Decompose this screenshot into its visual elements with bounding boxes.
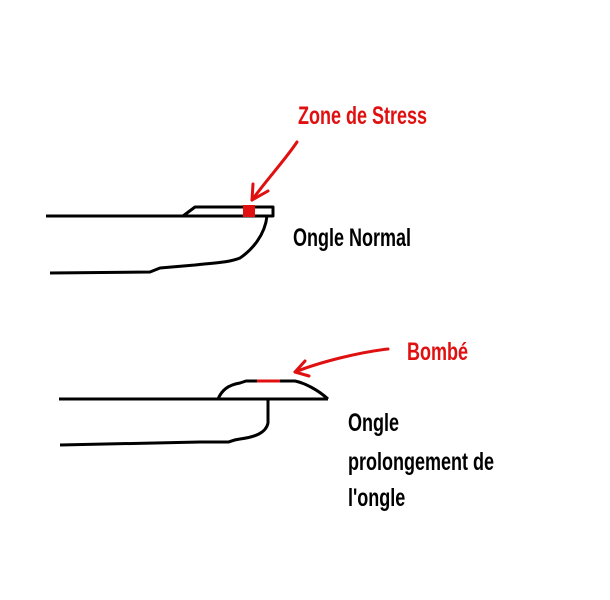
bulge-label: Bombé [407,338,469,366]
fingertip-curve [49,215,269,275]
extension-label-line2: prolongement de [348,448,495,476]
fingertip-curve [59,399,270,447]
stress-arrow [250,140,299,202]
bulge-arrow [293,347,390,378]
normal-nail-label: Ongle Normal [293,224,412,252]
nail-plate [182,205,275,218]
extended-nail-finger [59,379,330,447]
extension-label-line3: l'ongle [348,484,406,512]
stress-zone-label: Zone de Stress [298,102,428,130]
stress-point [243,205,255,217]
nail-dome [216,379,330,401]
normal-nail-finger [46,205,275,275]
extension-label-line1: Ongle [348,409,400,437]
